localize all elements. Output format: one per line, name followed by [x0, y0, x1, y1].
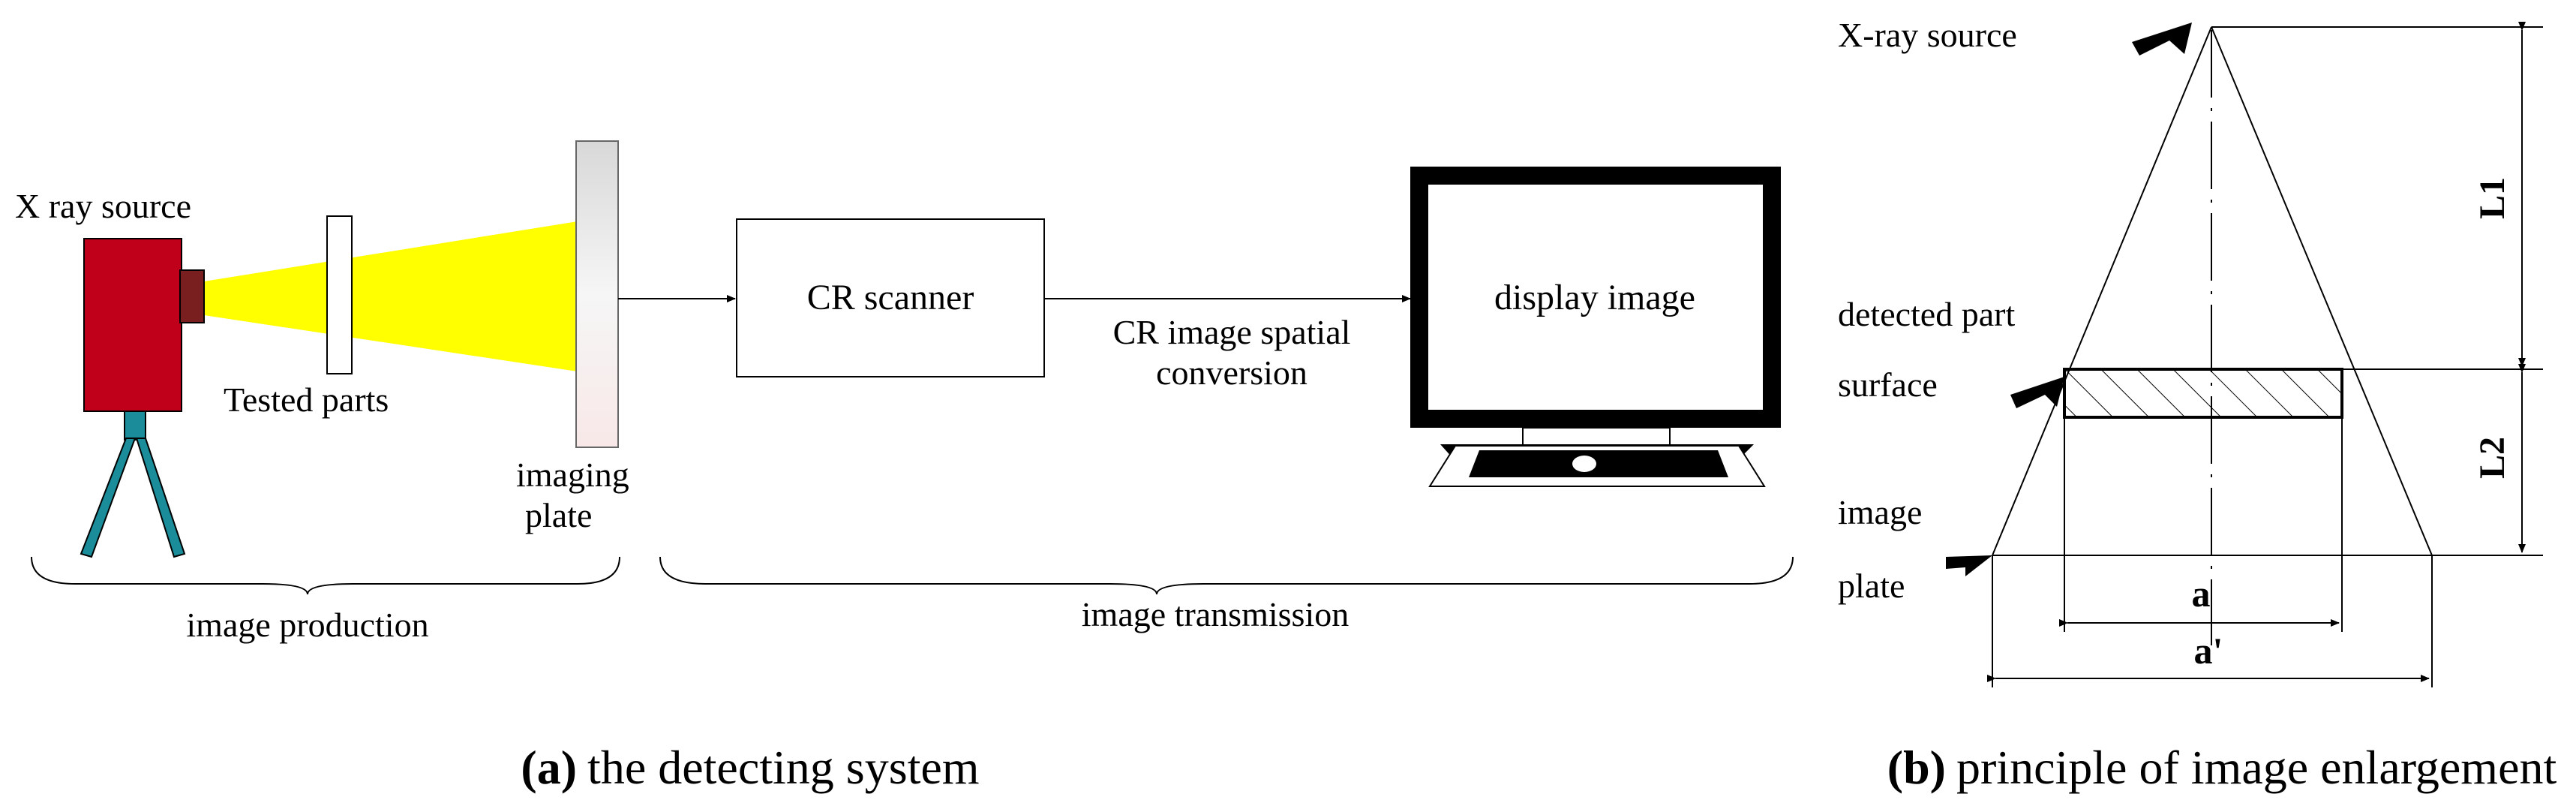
beam-cone-right [2211, 26, 2433, 556]
tested-part [326, 215, 353, 374]
caption-a-tag: (a) [521, 741, 577, 794]
caption-b-text: principle of image enlargement [1956, 741, 2557, 794]
caption-a-text: the detecting system [587, 741, 980, 794]
detected-part [2063, 368, 2343, 419]
image-transmission-label: image transmission [1082, 595, 1349, 633]
panel-b: L1 L2 a a' X-ray source detected part su… [1838, 16, 2556, 794]
imaging-plate-label: imaging [516, 456, 629, 494]
caption-b: (b)principle of image enlargement [1887, 741, 2557, 794]
imaging-plate-label-2: plate [525, 496, 592, 534]
image-production-label: image production [186, 606, 428, 644]
xray-source-pointer-icon [2132, 23, 2192, 56]
image-plate-label-b-2: plate [1838, 567, 1905, 605]
detected-surface-label: surface [1838, 365, 1938, 404]
xray-beam [204, 221, 578, 371]
imaging-plate [575, 140, 619, 448]
detected-surface-pointer-icon [2010, 377, 2064, 408]
caption-a: (a)the detecting system [521, 741, 979, 794]
brace-image-production [31, 556, 620, 595]
caption-b-tag: (b) [1887, 741, 1946, 794]
beam-cone-left [1992, 26, 2212, 556]
xray-camera-lens [179, 269, 205, 323]
a-prime-label: a' [2194, 630, 2223, 672]
tested-parts-label: Tested parts [224, 380, 389, 419]
conversion-label-2: conversion [1156, 353, 1308, 392]
display-monitor [1410, 167, 1781, 487]
display-image-label: display image [1494, 278, 1695, 317]
panel-a: X ray source Tested parts imaging plate … [15, 140, 1794, 794]
xray-camera-body [83, 238, 182, 412]
tripod [80, 411, 186, 558]
xray-source-label: X ray source [15, 187, 191, 225]
xray-source-label-b: X-ray source [1838, 16, 2017, 54]
cr-scanner-label: CR scanner [807, 278, 974, 317]
conversion-label: CR image spatial [1113, 313, 1351, 351]
brace-image-transmission [659, 556, 1794, 595]
l2-label: L2 [2472, 437, 2512, 479]
image-plate-pointer-icon [1946, 555, 1992, 576]
a-label: a [2192, 573, 2211, 615]
image-plate-label-b: image [1838, 493, 1922, 531]
l1-label: L1 [2472, 177, 2512, 219]
cr-scanner-box [736, 218, 1045, 377]
detected-part-label: detected part [1838, 295, 2015, 333]
